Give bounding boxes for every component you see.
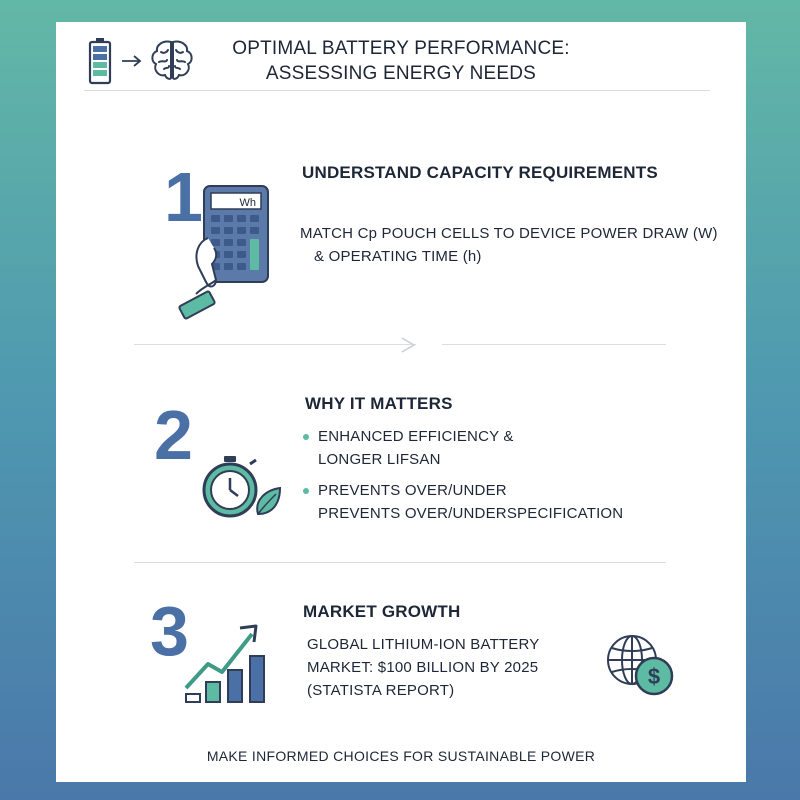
section-divider-1-left (134, 344, 416, 345)
battery-icon (88, 38, 112, 85)
footer-tagline: MAKE INFORMED CHOICES FOR SUSTAINABLE PO… (206, 748, 596, 764)
bullet-dot (303, 488, 309, 494)
arrow-right-icon (122, 55, 142, 67)
brain-icon (151, 40, 193, 80)
stopwatch-leaf-icon (202, 456, 282, 518)
calculator-display-text: Wh (240, 197, 257, 209)
section-3-heading: MARKET GROWTH (303, 602, 461, 621)
section-2-heading: WHY IT MATTERS (305, 394, 453, 413)
page-title-line2: ASSESSING ENERGY NEEDS (265, 63, 537, 84)
section-2-number: 2 (154, 396, 193, 474)
section-3-text-line3: (STATISTA REPORT) (307, 682, 455, 699)
chevron-right-icon (401, 337, 416, 353)
section-2-bullet-1-line2: LONGER LIFSAN (318, 451, 441, 468)
header-divider (84, 90, 710, 91)
section-2-bullet-2-line1: PREVENTS OVER/UNDER (318, 482, 507, 499)
section-3-text-line1: GLOBAL LITHIUM-ION BATTERY (307, 636, 540, 653)
section-3-text-line2: MARKET: $100 BILLION BY 2025 (307, 659, 539, 676)
section-divider-2 (134, 562, 666, 563)
growth-chart-icon (184, 624, 265, 703)
svg-text:$: $ (648, 664, 660, 689)
section-2-bullet-2-line2: PREVENTS OVER/UNDERSPECIFICATION (318, 505, 624, 522)
page-title-line1: OPTIMAL BATTERY PERFORMANCE: (232, 38, 570, 59)
section-1-heading: UNDERSTAND CAPACITY REQUIREMENTS (302, 163, 658, 182)
calculator-icon: Wh (178, 185, 269, 320)
section-divider-1-right (442, 344, 666, 345)
bullet-dot (303, 434, 309, 440)
section-3-number: 3 (150, 592, 189, 670)
infographic-card: OPTIMAL BATTERY PERFORMANCE: ASSESSING E… (56, 22, 746, 782)
section-1-text-line2: & OPERATING TIME (h) (314, 248, 482, 265)
section-2-bullet-1-line1: ENHANCED EFFICIENCY & (318, 428, 514, 445)
section-1-text-line1: MATCH Cp POUCH CELLS TO DEVICE POWER DRA… (300, 225, 718, 242)
globe-dollar-icon: $ (607, 635, 674, 696)
section-1-number: 1 (164, 158, 203, 236)
